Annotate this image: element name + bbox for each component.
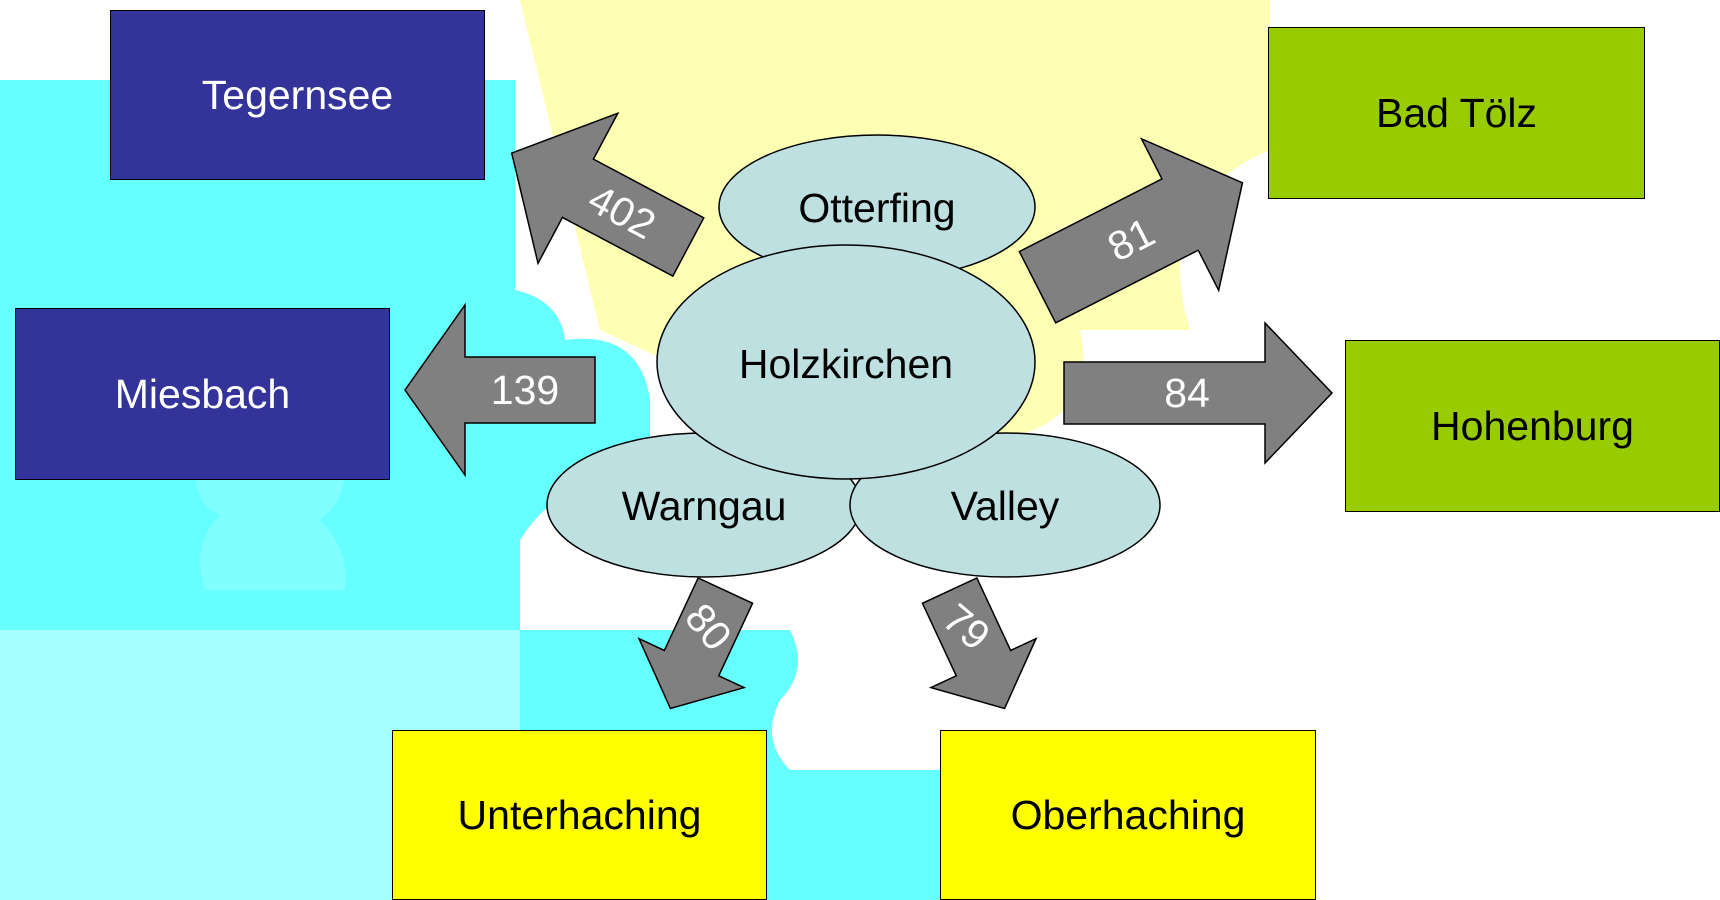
arrow-to-unterhaching: 80: [637, 576, 754, 710]
destination-miesbach-label: Miesbach: [114, 370, 291, 417]
arrow-shape-bad-toelz: [1018, 137, 1244, 324]
puzzle-piece-cyan-knob: [195, 455, 346, 590]
node-holzkirchen-label: Holzkirchen: [739, 341, 953, 387]
arrow-shape-tegernsee: [510, 111, 705, 278]
node-valley: [849, 432, 1161, 578]
destination-tegernsee-label: Tegernsee: [201, 71, 394, 118]
node-warngau-label: Warngau: [622, 483, 787, 529]
node-valley-label: Valley: [951, 483, 1060, 529]
destination-bad-toelz-label: Bad Tölz: [1375, 89, 1538, 136]
arrow-shape-miesbach: [404, 302, 596, 478]
arrow-shape-oberhaching: [921, 576, 1038, 710]
flow-label-miesbach: 139: [491, 367, 559, 413]
arrow-to-miesbach: 139: [404, 302, 596, 478]
node-holzkirchen: [656, 244, 1036, 480]
destination-tegernsee: Tegernsee: [110, 10, 485, 180]
arrow-shape-unterhaching: [637, 576, 754, 710]
destination-unterhaching-label: Unterhaching: [457, 791, 702, 838]
node-otterfing-label: Otterfing: [798, 185, 955, 231]
arrow-to-oberhaching: 79: [921, 576, 1038, 710]
destination-bad-toelz: Bad Tölz: [1268, 27, 1645, 199]
destination-oberhaching-label: Oberhaching: [1010, 791, 1246, 838]
flow-label-hohenburg: 84: [1164, 370, 1210, 416]
arrow-shape-hohenburg: [1063, 321, 1334, 465]
arrow-to-hohenburg: 84: [1063, 321, 1334, 465]
flow-arrows: 402 139 81 84 80 79: [404, 111, 1334, 710]
puzzle-piece-light-cyan: [0, 630, 520, 900]
destination-miesbach: Miesbach: [15, 308, 390, 480]
destination-unterhaching: Unterhaching: [392, 730, 767, 900]
arrow-to-bad-toelz: 81: [1018, 137, 1244, 324]
center-cluster: Otterfing Warngau Valley Holzkirchen: [546, 134, 1161, 578]
destination-hohenburg: Hohenburg: [1345, 340, 1720, 512]
destination-oberhaching: Oberhaching: [940, 730, 1316, 900]
destination-hohenburg-label: Hohenburg: [1431, 402, 1634, 449]
